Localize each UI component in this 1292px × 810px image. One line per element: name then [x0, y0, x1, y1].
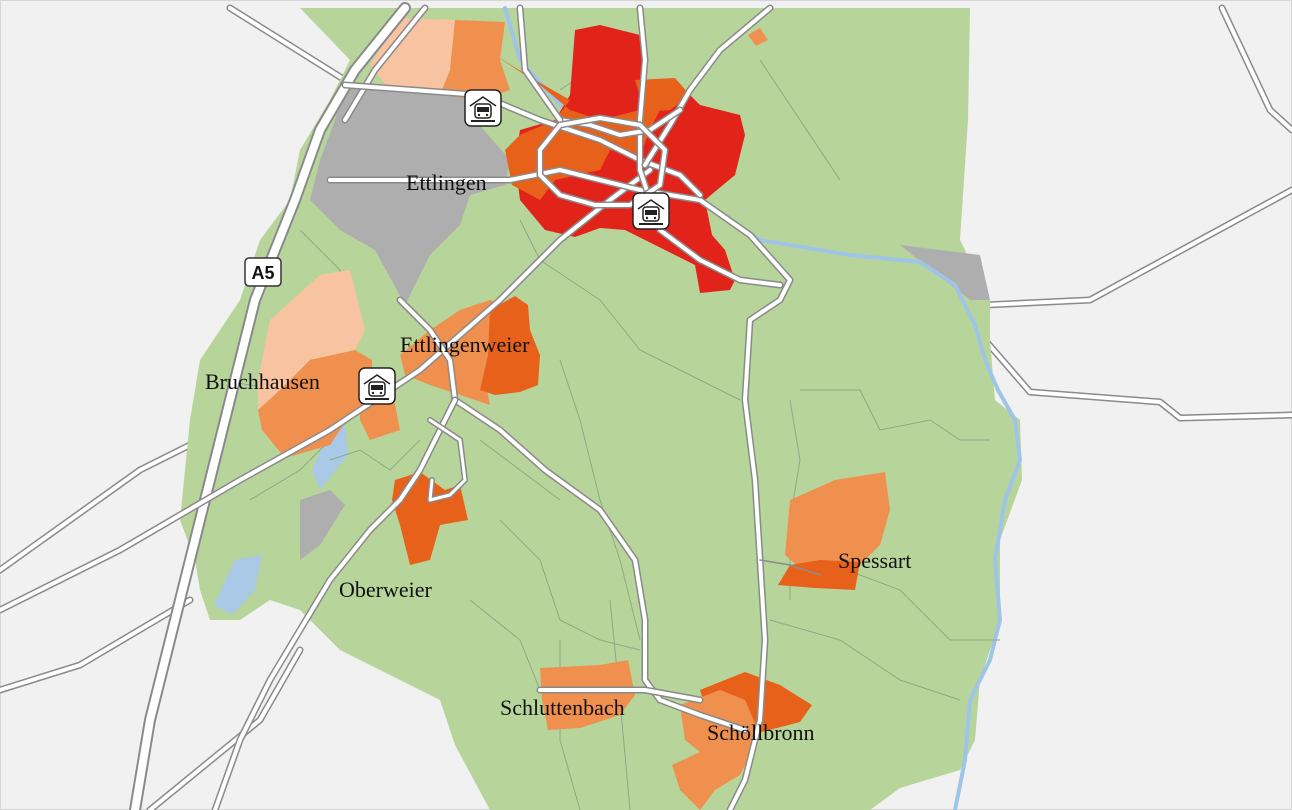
zone-schluttenbach — [540, 660, 635, 730]
place-label-spessart[interactable]: Spessart — [838, 548, 911, 573]
zone-bruchhausen-light — [258, 270, 365, 410]
zone-ettlingenweier-dark — [480, 296, 540, 395]
zone-northwest-light — [370, 18, 455, 95]
zone-ettlingenweier-light — [400, 300, 505, 405]
zone-schoellbronn-light — [672, 690, 760, 810]
place-label-schoellbronn[interactable]: Schöllbronn — [707, 720, 815, 745]
built-up-area-strip — [300, 490, 345, 560]
place-label-bruchhausen[interactable]: Bruchhausen — [205, 369, 320, 394]
motorway-label: A5 — [251, 263, 274, 283]
motorway-shield: A5 — [244, 257, 282, 287]
zone-bruchhausen-orange — [258, 350, 372, 458]
place-label-oberweier[interactable]: Oberweier — [339, 577, 433, 602]
place-label-ettlingen[interactable]: Ettlingen — [406, 170, 487, 195]
train-station-icon[interactable] — [632, 192, 670, 230]
place-labels: Ettlingen Ettlingenweier Bruchhausen Obe… — [205, 170, 911, 745]
train-station-icon[interactable] — [464, 89, 502, 127]
built-up-area — [310, 85, 510, 305]
zone-ettlingen-north — [635, 78, 690, 112]
built-up-area-strip-2 — [900, 245, 990, 300]
zone-spessart-light — [785, 472, 890, 568]
lake — [312, 420, 348, 490]
lake-2 — [214, 555, 262, 615]
minor-road-spessart — [759, 559, 821, 576]
train-station-icon[interactable] — [358, 367, 396, 405]
zone-northeast-small — [748, 28, 768, 46]
place-label-schluttenbach[interactable]: Schluttenbach — [500, 695, 625, 720]
zone-northwest-orange — [440, 20, 510, 100]
main-roads — [0, 2, 794, 810]
regional-roads — [0, 4, 1292, 810]
place-label-ettlingenweier[interactable]: Ettlingenweier — [400, 332, 530, 357]
